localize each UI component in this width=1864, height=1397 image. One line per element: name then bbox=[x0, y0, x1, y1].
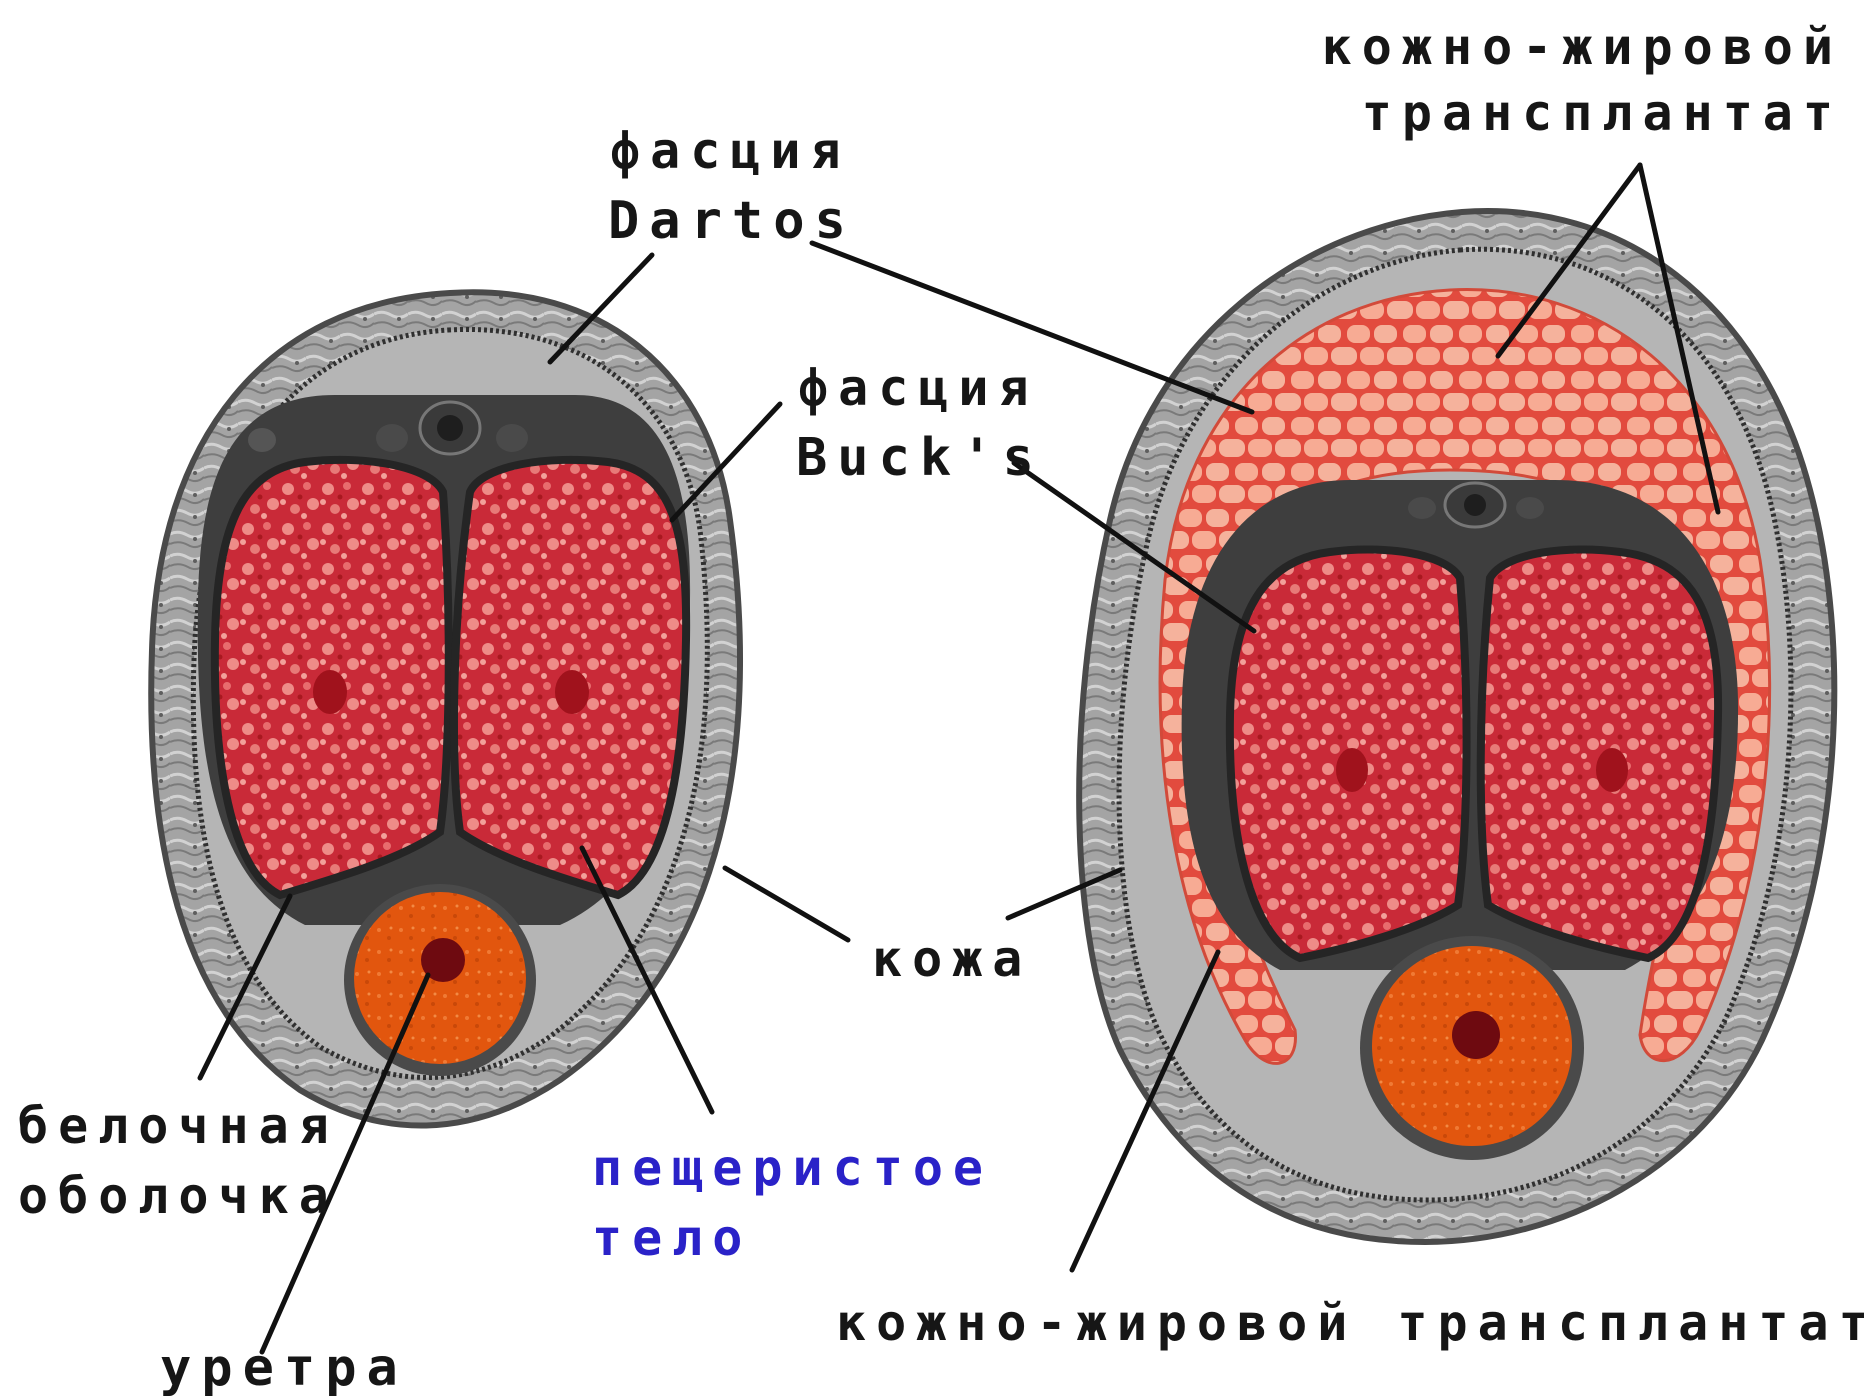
label-skin-fat-graft-top-2: трансплантат bbox=[1362, 84, 1843, 142]
label-tunica-1: белочная bbox=[18, 1097, 339, 1155]
label-skin-fat-graft-top-1: кожно-жировой bbox=[1322, 18, 1843, 76]
label-skin-fat-graft-bottom: кожно-жировой трансплантат bbox=[836, 1294, 1864, 1352]
label-dartos-2: Dartos bbox=[608, 191, 856, 251]
label-skin: кожа bbox=[872, 930, 1032, 988]
right-cross-section bbox=[1079, 211, 1834, 1242]
label-cavernous-2: тело bbox=[592, 1209, 752, 1267]
label-bucks-1: фасция bbox=[798, 359, 1039, 417]
right-urethra bbox=[1360, 936, 1584, 1160]
right-corpus-cavernosum-right bbox=[1481, 549, 1718, 958]
label-bucks-2: Buck's bbox=[796, 428, 1044, 488]
leader-skin-left bbox=[725, 868, 848, 940]
label-dartos-1: фасция bbox=[610, 122, 851, 180]
right-corpus-cavernosum-left bbox=[1230, 549, 1467, 958]
left-corpus-cavernosum-right bbox=[454, 460, 686, 895]
label-tunica-2: оболочка bbox=[18, 1167, 339, 1225]
label-urethra: уретра bbox=[160, 1338, 408, 1397]
label-cavernous-1: пещеристое bbox=[592, 1139, 993, 1197]
left-urethra bbox=[344, 884, 536, 1076]
left-corpus-cavernosum-left bbox=[215, 460, 449, 895]
